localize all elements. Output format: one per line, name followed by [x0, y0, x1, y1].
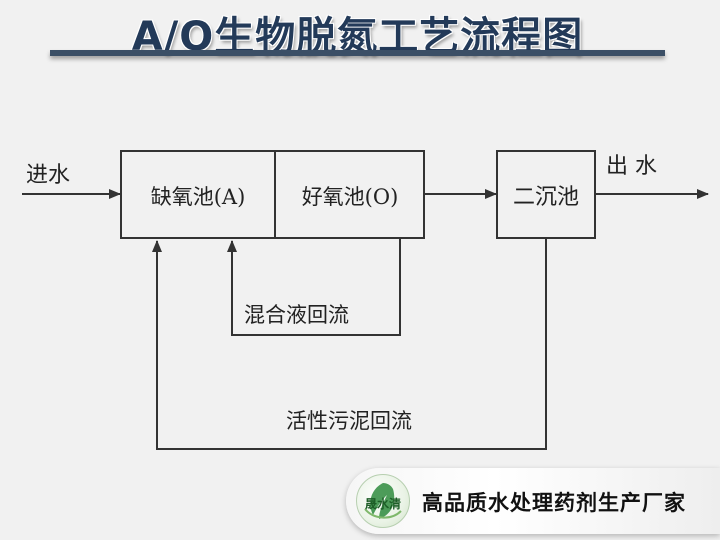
svg-text:晟水清: 晟水清 — [365, 496, 401, 511]
title-banner: A/O生物脱氮工艺流程图 — [50, 0, 665, 62]
footer-banner: 晟水清 高品质水处理药剂生产厂家 — [346, 468, 720, 534]
mixed-liquor-return-line — [227, 238, 401, 336]
mixed-liquor-return-label: 混合液回流 — [244, 303, 349, 327]
aerobic-tank-label: 好氧池(O) — [302, 185, 399, 209]
footer-slogan: 高品质水处理药剂生产厂家 — [422, 491, 686, 515]
clarifier-label: 二沉池 — [513, 185, 579, 210]
company-logo: 晟水清 — [356, 474, 410, 528]
sludge-return-label: 活性污泥回流 — [286, 409, 412, 433]
anoxic-tank-label: 缺氧池(A) — [151, 185, 246, 209]
leaf-logo-icon: 晟水清 — [364, 483, 402, 519]
outlet-label: 出 水 — [606, 154, 657, 179]
sludge-return-line — [152, 238, 547, 450]
title-underline — [50, 50, 665, 56]
inlet-label: 进水 — [26, 163, 70, 188]
